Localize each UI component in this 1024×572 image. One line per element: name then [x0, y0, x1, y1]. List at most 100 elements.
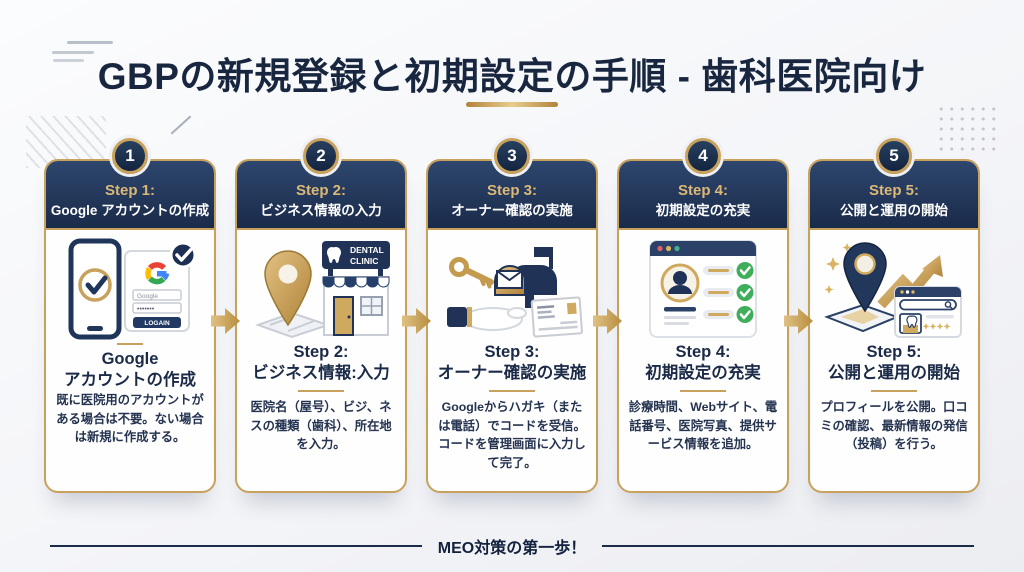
gold-divider	[298, 389, 344, 392]
step-2-title: Step 2: ビジネス情報:入力	[252, 342, 390, 382]
footer: MEO対策の第一歩！	[0, 534, 1024, 558]
svg-text:CLINIC: CLINIC	[350, 256, 378, 266]
step-card-3: 3 Step 3: オーナー確認の実施	[426, 138, 598, 493]
mailbox-icon	[494, 246, 557, 308]
step-4-number-badge: 4	[685, 138, 721, 174]
step-label: Step 4:	[677, 182, 728, 199]
step-1-title: Google アカウントの作成	[64, 349, 196, 389]
check-badge-icon	[169, 241, 197, 269]
postcard-icon	[530, 296, 583, 338]
step-card-4: 4 Step 4: 初期設定の充実	[617, 138, 789, 493]
profile-checklist-illustration	[627, 236, 779, 342]
publish-growth-illustration	[818, 236, 970, 342]
stamp-icon	[566, 302, 577, 314]
map-icon	[824, 303, 900, 332]
step-card-1: 1 Step 1: Google アカウントの作成	[44, 138, 216, 493]
step-1-card: Step 1: Google アカウントの作成	[44, 159, 216, 493]
arrow-right-icon	[401, 307, 432, 335]
decorative-line	[67, 41, 113, 44]
phone-google-login-illustration: Google ••••••• LOGAIN	[54, 236, 206, 342]
step-4-title: Step 4: 初期設定の充実	[645, 342, 761, 382]
envelope-icon	[496, 269, 523, 289]
step-3-card: Step 3: オーナー確認の実施	[426, 159, 598, 493]
decorative-slash	[170, 115, 192, 135]
step-4-description: 診療時間、Webサイト、電話番号、医院写真、提供サービス情報を追加。	[628, 399, 778, 452]
gold-divider	[489, 389, 535, 392]
step-1-number-badge: 1	[112, 138, 148, 174]
door-icon	[333, 295, 354, 336]
arrow-right-icon	[210, 307, 241, 335]
step-header-title: 初期設定の充実	[655, 202, 751, 218]
rating-stars-icon	[922, 322, 951, 330]
step-5-number-badge: 5	[876, 138, 912, 174]
step-label: Step 2:	[295, 182, 346, 199]
key-icon	[449, 256, 494, 289]
step-label: Step 5:	[868, 182, 919, 199]
title-underline	[466, 102, 558, 107]
steps-row: 1 Step 1: Google アカウントの作成	[44, 138, 980, 493]
decorative-line	[53, 59, 84, 62]
step-card-5: 5 Step 5: 公開と運用の開始	[808, 138, 980, 493]
map-pin-icon	[264, 249, 312, 327]
step-header-title: 公開と運用の開始	[840, 202, 948, 218]
tooth-icon	[906, 315, 918, 328]
step-3-description: Googleからハガキ（または電話）でコードを受信。コードを管理画面に入力して完…	[438, 399, 586, 470]
step-2-body: DENTAL CLINIC	[237, 230, 405, 466]
step-1-description: 既に医院用のアカウントがある場合は不要。ない場合は新規に作成する。	[56, 392, 204, 445]
step-label: Step 1:	[104, 182, 155, 199]
check-circle-icon	[736, 305, 754, 323]
search-bar-icon	[899, 298, 957, 311]
step-3-title: Step 3: オーナー確認の実施	[437, 342, 587, 382]
step-5-card: Step 5: 公開と運用の開始	[808, 159, 980, 493]
svg-text:•••••••: •••••••	[137, 306, 155, 313]
check-icon	[85, 275, 108, 295]
gold-divider	[117, 342, 143, 345]
checklist-rows	[703, 261, 754, 323]
arrow-right-icon	[592, 307, 623, 335]
footer-line-left	[49, 545, 422, 547]
browser-window-icon	[894, 285, 962, 338]
step-5-title: Step 5: 公開と運用の開始	[828, 342, 960, 382]
step-4-card: Step 4: 初期設定の充実	[617, 159, 789, 493]
clinic-listing-icon	[899, 312, 922, 334]
step-3-number-badge: 3	[494, 138, 530, 174]
svg-text:Google: Google	[137, 293, 158, 300]
step-header-title: Google アカウントの作成	[50, 202, 210, 218]
profile-avatar-icon	[660, 263, 700, 303]
check-circle-icon	[736, 261, 754, 279]
map-pin-dental-clinic-illustration: DENTAL CLINIC	[245, 236, 397, 342]
step-2-number-badge: 2	[303, 138, 339, 174]
gold-divider	[680, 389, 726, 392]
step-5-description: プロフィールを公開。口コミの確認、最新情報の発信（投稿）を行う。	[820, 399, 968, 452]
svg-text:DENTAL: DENTAL	[350, 245, 384, 255]
decorative-line	[52, 51, 94, 54]
mailbox-verification-illustration	[436, 236, 588, 342]
arrow-right-icon	[783, 307, 814, 335]
step-3-body: Step 3: オーナー確認の実施 Googleからハガキ（または電話）でコード…	[428, 230, 596, 485]
google-g-logo-icon	[145, 261, 170, 284]
decorative-dot-grid	[936, 104, 996, 154]
smartphone-icon	[68, 238, 122, 340]
dental-clinic-storefront-icon: DENTAL CLINIC	[322, 240, 390, 336]
hand-icon	[447, 306, 527, 331]
page-title: GBPの新規登録と初期設定の手順 - 歯科医院向け	[97, 56, 927, 97]
footer-tagline: MEO対策の第一歩！	[437, 540, 587, 557]
google-login-card-icon: Google ••••••• LOGAIN	[124, 249, 190, 332]
sparkle-icon	[824, 242, 852, 294]
tooth-icon	[327, 246, 341, 263]
step-2-description: 医院名（屋号）、ビジ、ネスの種類（歯科）、所在地を入力。	[250, 399, 392, 452]
step-1-body: Google ••••••• LOGAIN Goo	[46, 230, 214, 459]
step-header-title: ビジネス情報の入力	[260, 202, 382, 218]
awning-icon	[322, 276, 390, 288]
step-label: Step 3:	[486, 182, 537, 199]
footer-line-right	[602, 545, 975, 547]
step-2-header: Step 2: ビジネス情報の入力	[237, 161, 405, 230]
step-1-header: Step 1: Google アカウントの作成	[46, 161, 214, 230]
step-card-2: 2 Step 2: ビジネス情報の入力	[235, 138, 407, 493]
svg-text:LOGAIN: LOGAIN	[144, 320, 170, 327]
gold-divider	[871, 389, 917, 392]
check-circle-icon	[736, 283, 754, 301]
step-5-body: Step 5: 公開と運用の開始 プロフィールを公開。口コミの確認、最新情報の発…	[810, 230, 978, 466]
step-header-title: オーナー確認の実施	[451, 202, 573, 218]
step-2-card: Step 2: ビジネス情報の入力	[235, 159, 407, 493]
